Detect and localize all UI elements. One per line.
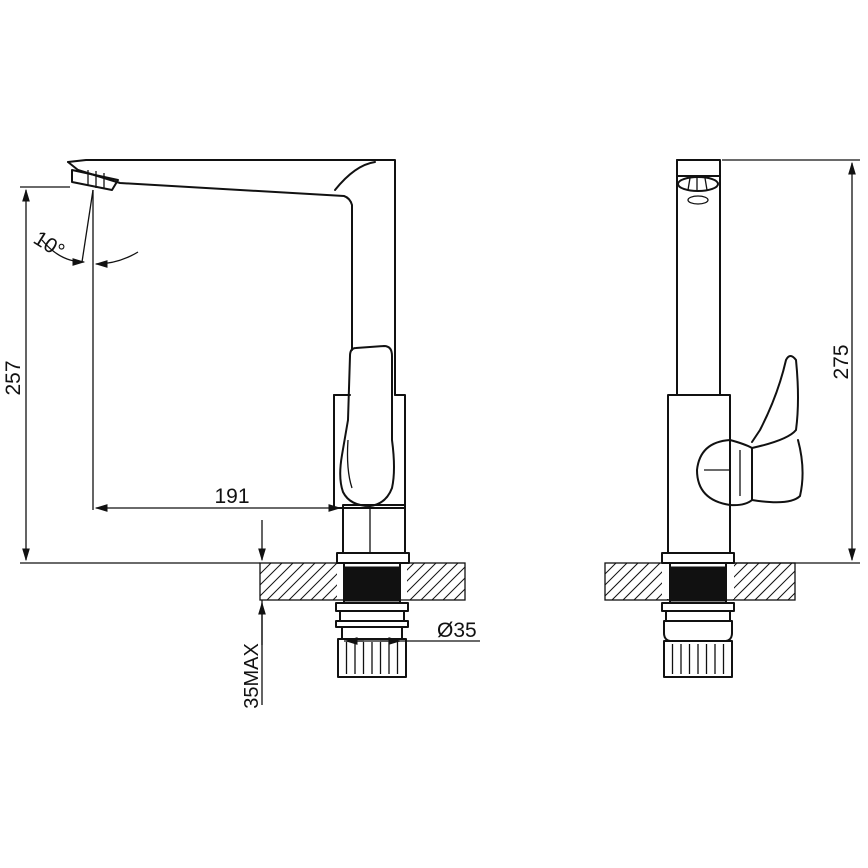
hatch-line: [277, 562, 316, 601]
hatch-line: [259, 562, 294, 597]
front-spout: [67, 159, 396, 396]
hatch-line: [299, 562, 338, 601]
hatch-line: [754, 562, 793, 601]
front-shank: [335, 562, 409, 678]
front-handle: [339, 345, 395, 507]
hatch-line: [259, 562, 272, 575]
hatch-line: [611, 562, 650, 601]
hatch-line: [765, 570, 796, 601]
hatch-line: [453, 588, 466, 601]
side-view: 275: [604, 159, 860, 678]
hatch-line: [732, 562, 771, 601]
dim-191: 191: [92, 190, 342, 512]
dim-10deg: 10°: [29, 189, 139, 268]
hatch-line: [776, 581, 796, 601]
front-body: [333, 394, 410, 564]
side-column: [676, 159, 721, 396]
hatch-line: [787, 592, 796, 601]
hatch-line: [442, 577, 466, 601]
hatch-line: [259, 562, 283, 586]
dim-257: 257: [2, 186, 260, 564]
dim-dia35-label: Ø35: [437, 619, 477, 642]
hatch-line: [604, 562, 617, 575]
hatch-line: [420, 562, 459, 601]
dim-35max-label: 35MAX: [241, 643, 263, 709]
dim-191-label: 191: [214, 485, 249, 508]
hatch-line: [431, 566, 466, 601]
hatch-line: [604, 562, 628, 586]
hatch-line: [288, 562, 327, 601]
hatch-line: [622, 562, 661, 601]
hatch-line: [409, 562, 448, 601]
hatch-line: [743, 562, 782, 601]
dim-275-label: 275: [830, 344, 853, 379]
hatch-line: [266, 562, 305, 601]
dim-275: 275: [722, 159, 860, 564]
dim-35max: 35MAX: [241, 520, 266, 709]
dim-dia35: Ø35: [344, 619, 480, 645]
side-body: [661, 355, 804, 564]
side-shank: [661, 562, 735, 678]
hatch-line: [604, 562, 639, 597]
dim-257-label: 257: [2, 360, 25, 395]
front-view: 257 191 10° 35MAX Ø35: [2, 159, 480, 709]
